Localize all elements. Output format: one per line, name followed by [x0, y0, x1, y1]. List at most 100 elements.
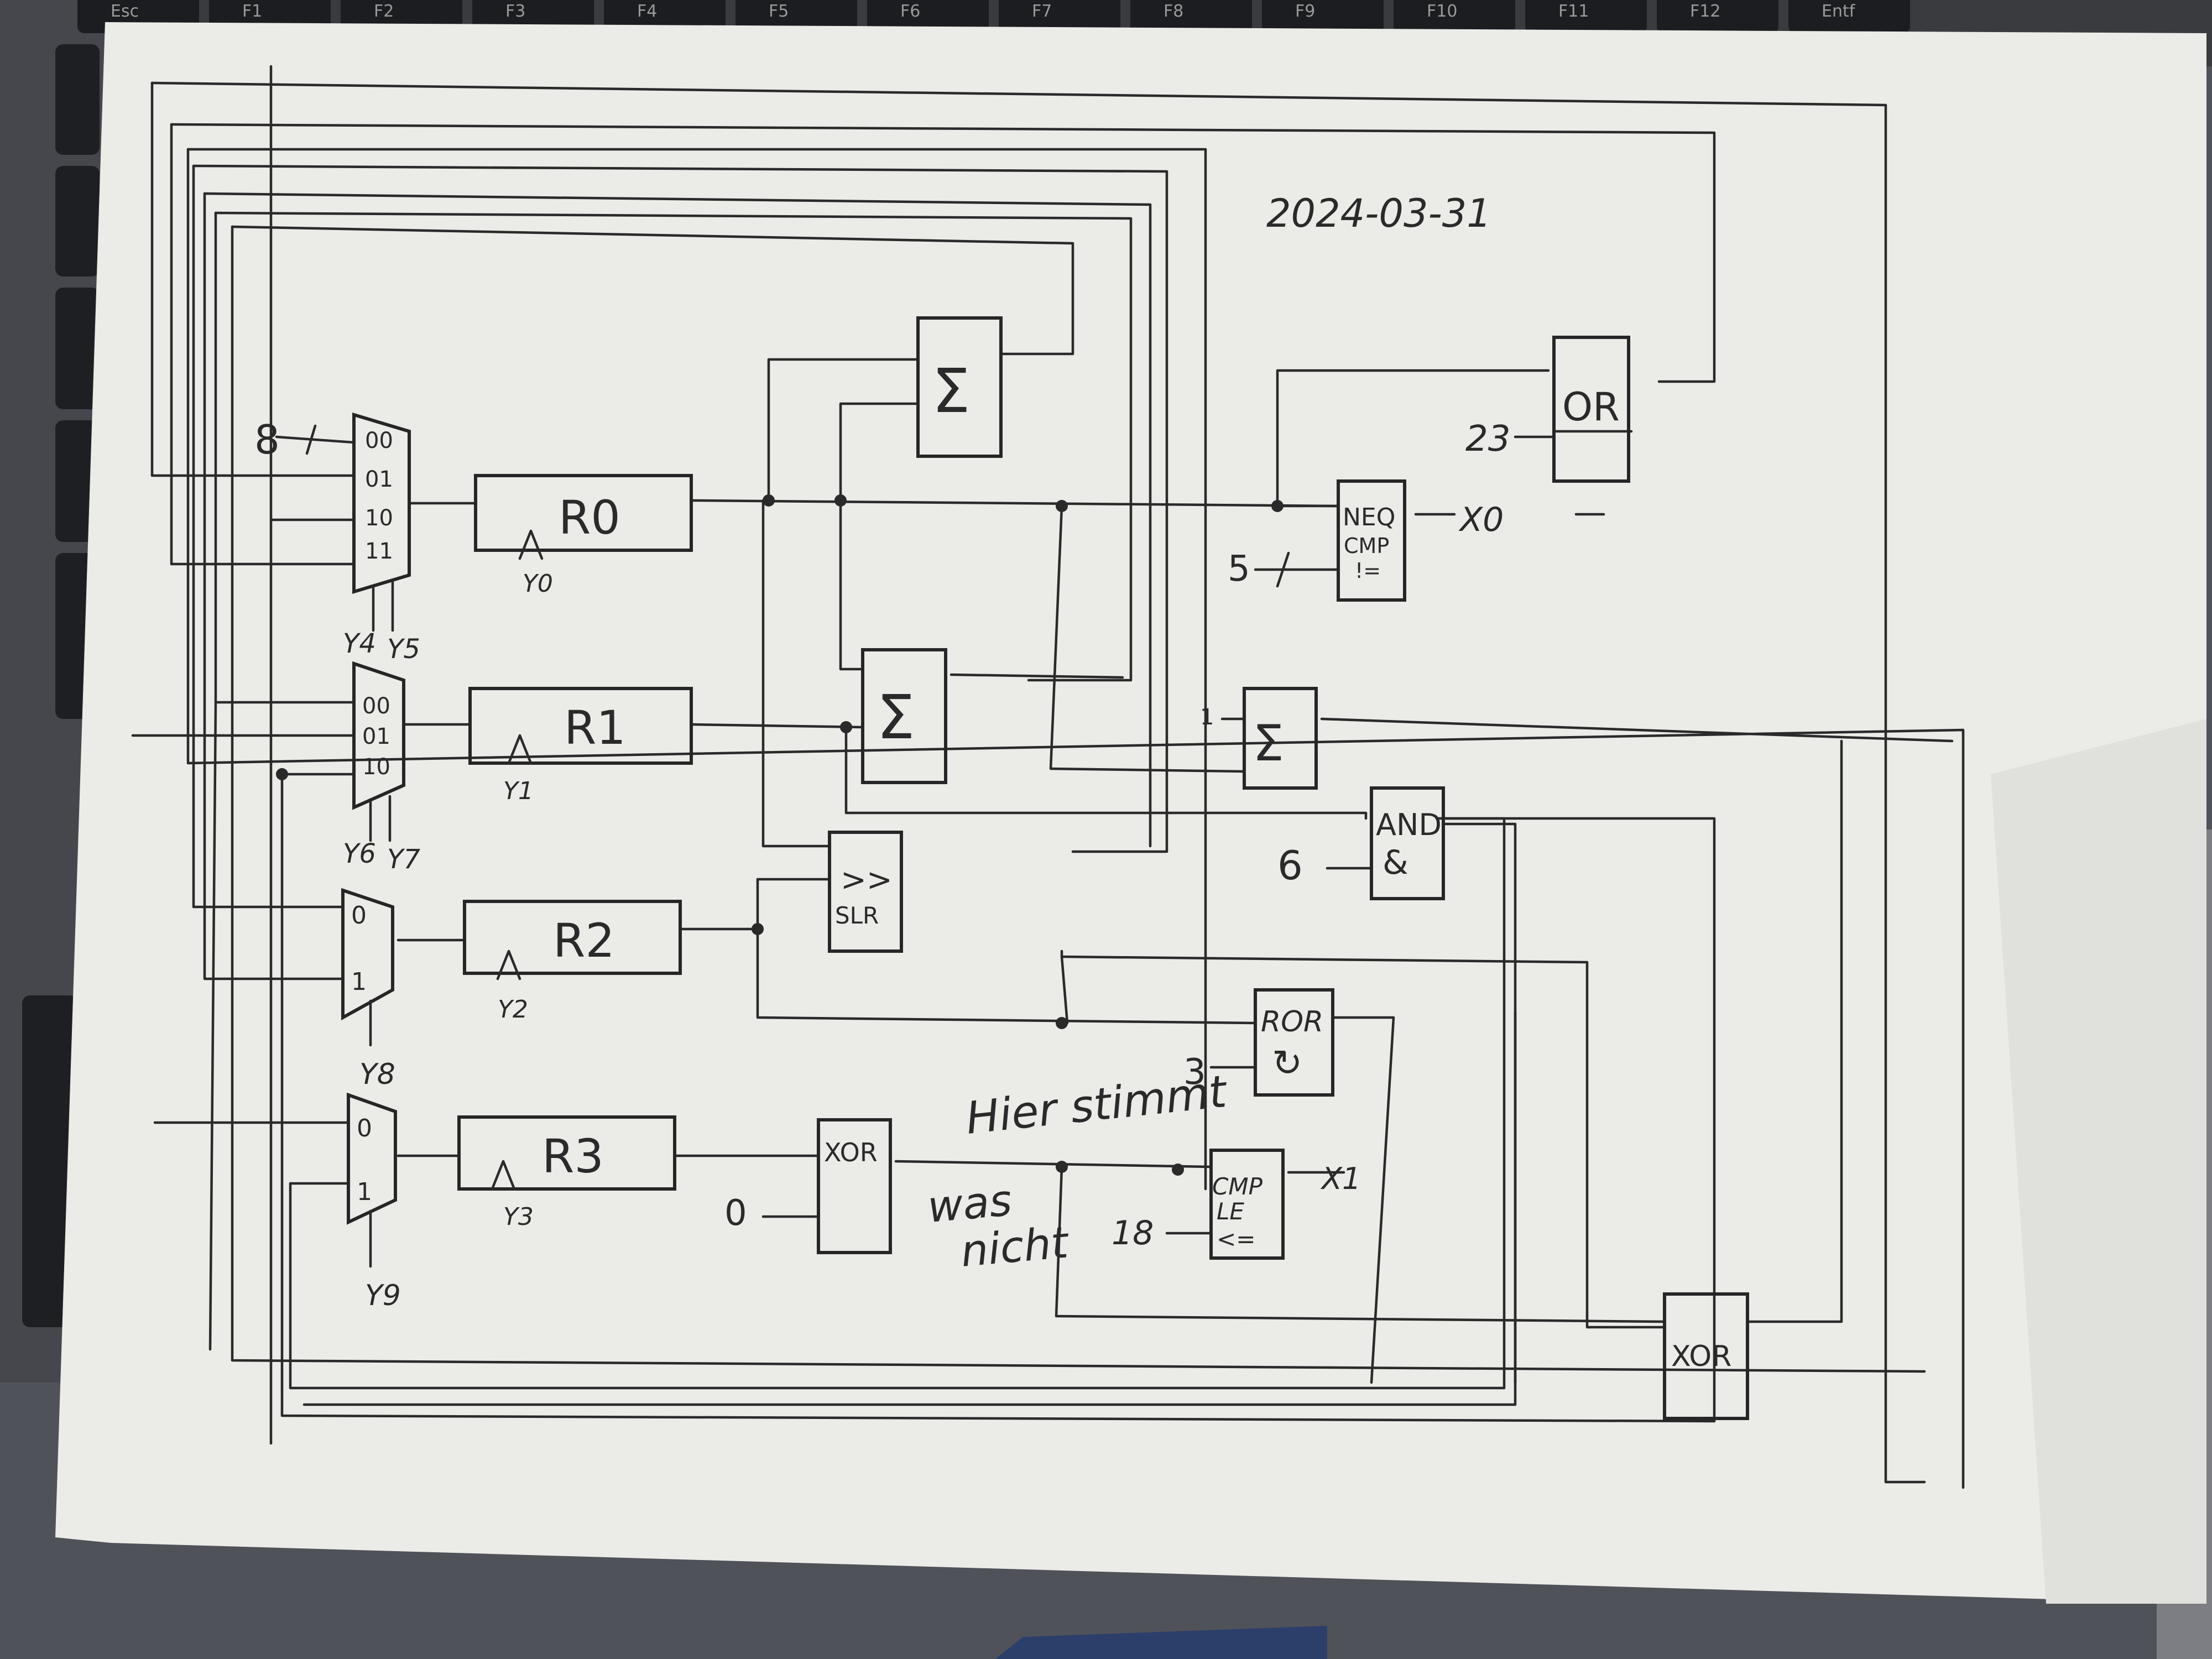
xor2-label: XOR	[1671, 1340, 1731, 1373]
r3-label: R3	[542, 1129, 604, 1183]
r3-control: Y3	[503, 1203, 534, 1231]
mux1-in-0: 00	[362, 693, 390, 719]
mux0-select-b: Y5	[387, 634, 420, 665]
register-r1: R1 Y1	[468, 687, 693, 805]
mux2-select: Y8	[359, 1058, 395, 1091]
le-op: <=	[1217, 1225, 1255, 1253]
const-cmp: 18	[1112, 1214, 1154, 1253]
or-gate: OR	[1552, 336, 1630, 483]
mux2-in-0: 0	[351, 901, 367, 930]
output-x0: X0	[1458, 500, 1504, 539]
mux1-select-a: Y6	[343, 838, 376, 869]
key-f10	[1394, 0, 1515, 33]
and-symbol: &	[1383, 843, 1408, 882]
register-r2: R2 Y2	[463, 900, 682, 1024]
paper-shadow	[1991, 719, 2206, 1604]
mux1-in-2: 10	[362, 754, 390, 780]
const-mux0: 8	[254, 416, 280, 463]
key-label-entf: Entf	[1822, 2, 1856, 21]
mux2-in-1: 1	[351, 968, 367, 996]
shift-right-block: >> SLR	[828, 831, 903, 953]
const-adder3: 1	[1200, 705, 1214, 730]
key-f11	[1525, 0, 1647, 33]
key-label-f5: F5	[769, 2, 789, 21]
key-f8	[1130, 0, 1252, 33]
mux0-in-1: 01	[365, 467, 393, 492]
xor-gate-1: XOR	[817, 1118, 892, 1254]
and-label: AND	[1376, 807, 1442, 842]
key-f4	[604, 0, 726, 33]
key-label-f1: F1	[242, 2, 262, 21]
neq-op: !=	[1355, 559, 1381, 583]
xor-gate-2: XOR	[1663, 1292, 1749, 1420]
adder3-label: Σ	[1253, 714, 1284, 773]
neq-label: NEQ	[1343, 503, 1395, 531]
key-f12	[1657, 0, 1778, 33]
junction-dots	[276, 494, 1284, 1176]
key-label-f3: F3	[505, 2, 525, 21]
adder1-label: Σ	[932, 356, 971, 426]
laptop-side-keys	[22, 44, 100, 1327]
key-label-f4: F4	[637, 2, 657, 21]
const-or: 23	[1465, 419, 1510, 460]
le-cmp: CMP	[1212, 1173, 1263, 1200]
mux1-select-b: Y7	[387, 844, 420, 875]
key-label-f2: F2	[374, 2, 394, 21]
r0-control: Y0	[523, 570, 553, 598]
mux0-select-a: Y4	[343, 628, 376, 659]
adder-1: Σ	[916, 316, 1003, 458]
key-f7	[999, 0, 1120, 33]
output-x1: X1	[1320, 1161, 1361, 1196]
rotate-right-block: ROR ↻	[1254, 988, 1334, 1097]
mux0-in-2: 10	[365, 505, 393, 531]
key-label-f12: F12	[1690, 2, 1720, 21]
r2-label: R2	[553, 914, 615, 968]
le-comparator: CMP LE <=	[1209, 1149, 1285, 1260]
date-label: 2024-03-31	[1266, 191, 1491, 236]
key-label-f7: F7	[1032, 2, 1052, 21]
key-f6	[867, 0, 989, 33]
shift-symbol: >>	[841, 862, 893, 898]
r1-control: Y1	[503, 777, 534, 805]
r1-label: R1	[564, 701, 626, 755]
const-ror: 3	[1183, 1052, 1206, 1093]
mux3-select: Y9	[365, 1279, 401, 1312]
const-and: 6	[1277, 842, 1303, 889]
note-nicht: nicht	[959, 1218, 1072, 1277]
key-label-esc: Esc	[111, 2, 139, 21]
key-f9	[1262, 0, 1384, 33]
r2-control: Y2	[498, 995, 528, 1024]
register-r0: R0 Y0	[474, 474, 693, 598]
r0-label: R0	[559, 491, 620, 545]
or-label: OR	[1562, 384, 1620, 430]
neq-comparator: NEQ CMP !=	[1337, 479, 1406, 602]
pencil	[995, 1626, 1327, 1659]
mux-3: 0 1 Y9	[347, 1092, 401, 1312]
mux1-in-1: 01	[362, 724, 390, 749]
and-gate: AND &	[1370, 786, 1445, 900]
mux3-in-1: 1	[357, 1178, 372, 1206]
le-label: LE	[1217, 1198, 1244, 1225]
mux-2: 0 1 Y8	[341, 888, 395, 1091]
adder-2: Σ	[861, 648, 947, 784]
adder-3: Σ	[1243, 687, 1318, 790]
note-was: was	[926, 1176, 1014, 1233]
mux3-in-0: 0	[357, 1114, 372, 1142]
ror-label: ROR	[1261, 1005, 1323, 1039]
key-label-f11: F11	[1558, 2, 1589, 21]
const-xor1: 0	[724, 1193, 747, 1234]
key-label-f6: F6	[900, 2, 920, 21]
const-neq: 5	[1228, 549, 1250, 589]
ror-symbol: ↻	[1272, 1042, 1302, 1084]
register-r3: R3 Y3	[457, 1115, 676, 1231]
shift-name: SLR	[835, 902, 879, 929]
mux0-in-3: 11	[365, 539, 393, 564]
wiring	[131, 65, 1965, 1489]
neq-cmp: CMP	[1344, 534, 1389, 558]
key-label-f8: F8	[1164, 2, 1183, 21]
mux-1: 00 01 10 Y6 Y7	[343, 661, 420, 875]
key-entf	[1788, 0, 1910, 33]
adder2-label: Σ	[877, 682, 915, 753]
xor1-label: XOR	[824, 1138, 878, 1167]
